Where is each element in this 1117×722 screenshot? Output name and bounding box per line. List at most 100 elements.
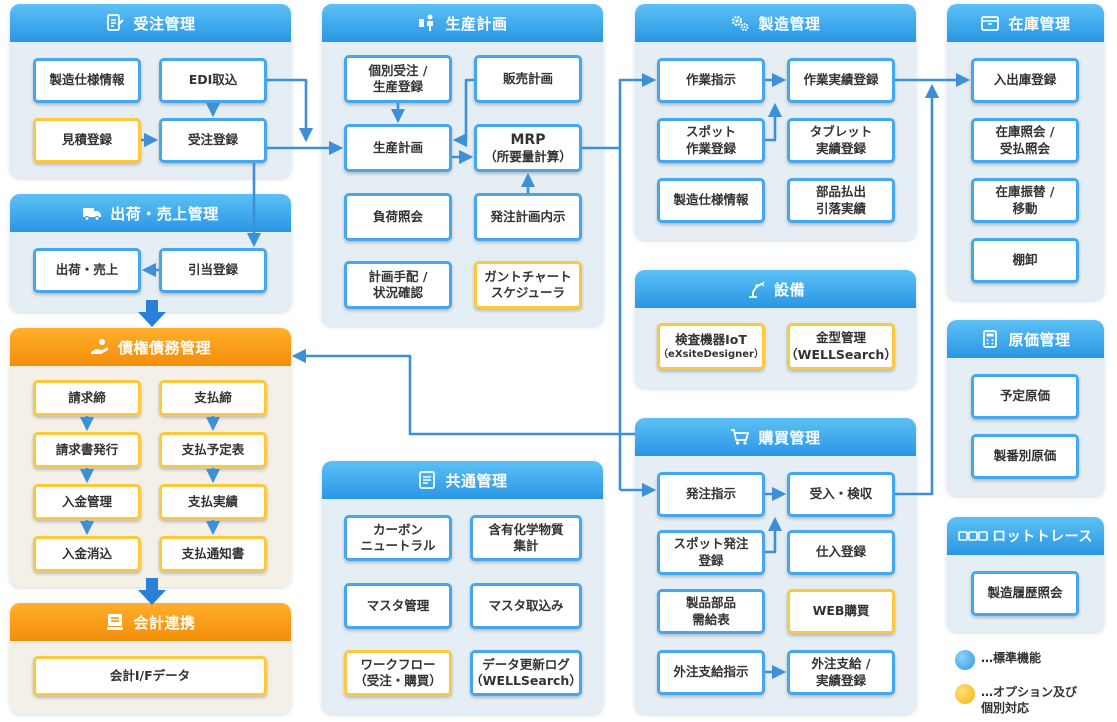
shukka-header: 出荷・売上管理 [10,194,291,232]
yotei-genka-box[interactable]: 予定原価 [971,374,1079,419]
shiharai-shime-box[interactable]: 支払締 [159,380,267,416]
gaichu-shikyu-shiji-box[interactable]: 外注支給指示 [657,650,765,695]
nyushukko-box[interactable]: 入出庫登録 [971,58,1079,103]
shiharai-jisseki-box[interactable]: 支払実績 [159,484,267,520]
kanagata-box[interactable]: 金型管理 （WELLSearch） [785,323,897,370]
genka-title: 原価管理 [1008,330,1071,349]
mrp-sub-label: （所要量計算） [484,148,572,164]
saiken-header: 債権債務管理 [10,328,291,366]
ukeire-kenshu-box[interactable]: 受入・検収 [787,472,895,517]
master-torikomi-box[interactable]: マスタ取込み [470,583,582,629]
buhin-haraidashi-box[interactable]: 部品払出 引落実績 [787,178,895,223]
kobetsu-juchu-box[interactable]: 個別受注 / 生産登録 [344,55,452,103]
sagyo-jisseki-box[interactable]: 作業実績登録 [787,58,895,103]
saiken-title: 債権債務管理 [117,338,211,357]
lot-header: ロットトレース [947,517,1104,555]
coin-hand-icon [90,337,110,357]
legend-option-dot [955,684,975,704]
lot-title: ロットトレース [992,529,1093,545]
sagyo-shiji-box[interactable]: 作業指示 [657,58,765,103]
legend-option: …オプション及び 個別対応 [955,684,1077,716]
shukka-uriage-box[interactable]: 出荷・売上 [33,248,141,293]
legend-standard: …標準機能 [955,650,1041,670]
kobai-title: 購買管理 [758,428,821,447]
lot-chain-icon [958,526,988,546]
hatchu-shiji-box[interactable]: 発注指示 [657,472,765,517]
seizo-header: 製造管理 [635,4,916,42]
seiban-genka-box[interactable]: 製番別原価 [971,434,1079,479]
shiire-toroku-box[interactable]: 仕入登録 [787,530,895,575]
spot-hatchu-box[interactable]: スポット発注 登録 [657,530,765,575]
gantt-box[interactable]: ガントチャート スケジューラ [474,261,582,309]
seihin-jukyu-box[interactable]: 製品部品 需給表 [657,589,765,634]
kensa-iot-label: 検査機器IoT [675,331,747,347]
web-kobai-box[interactable]: WEB購買 [787,589,895,634]
kensa-iot-sub-label: （eXsiteDesigner） [658,349,764,361]
kensa-iot-box[interactable]: 検査機器IoT （eXsiteDesigner） [657,323,765,370]
kaikei-header: 会計連携 [10,603,291,641]
robot-arm-icon [746,279,766,299]
seizo-shiyo2-box[interactable]: 製造仕様情報 [657,178,765,223]
delivery-truck-icon [82,203,102,223]
zaiko-header: 在庫管理 [947,4,1104,42]
kyotsu-title: 共通管理 [445,471,508,490]
clipboard-list-icon [105,13,125,33]
zaiko-furikae-box[interactable]: 在庫振替 / 移動 [971,178,1079,223]
fuka-shokai-box[interactable]: 負荷照会 [344,193,452,241]
data-koshin-log-box[interactable]: データ更新ログ （WELLSearch） [470,650,582,696]
legend-option-label: …オプション及び 個別対応 [981,685,1078,716]
seikyu-shime-box[interactable]: 請求締 [33,380,141,416]
kyotsu-header: 共通管理 [322,461,603,499]
box-icon [980,13,1000,33]
seikyusho-box[interactable]: 請求書発行 [33,432,141,468]
hatchu-naiji-box[interactable]: 発注計画内示 [474,193,582,241]
juchu-toroku-box[interactable]: 受注登録 [159,118,267,163]
carbon-neutral-box[interactable]: カーボン ニュートラル [344,515,452,561]
seisan-keikaku-box[interactable]: 生産計画 [344,124,452,172]
master-kanri-box[interactable]: マスタ管理 [344,583,452,629]
hikiate-box[interactable]: 引当登録 [159,248,267,293]
document-icon [417,470,437,490]
legend-standard-label: …標準機能 [981,651,1042,665]
flow-arrow-shukka-to-saiken [138,300,166,327]
kaikei-if-box[interactable]: 会計I/Fデータ [33,656,267,696]
mitsumori-box[interactable]: 見積登録 [33,118,141,163]
legend-standard-dot [955,650,975,670]
calculator-icon [980,329,1000,349]
workflow-box[interactable]: ワークフロー （受注・購買） [344,650,452,696]
ganyu-kagaku-box[interactable]: 含有化学物質 集計 [470,515,582,561]
genka-header: 原価管理 [947,320,1104,358]
mrp-label: MRP [510,131,546,148]
setsubi-header: 設備 [635,270,916,308]
ledger-icon [105,612,125,632]
gears-icon [730,13,750,33]
tablet-jisseki-box[interactable]: タブレット 実績登録 [787,118,895,163]
shiharai-tsuchi-box[interactable]: 支払通知書 [159,536,267,572]
hanbai-keikaku-box[interactable]: 販売計画 [474,55,582,103]
mrp-box[interactable]: MRP （所要量計算） [474,124,582,172]
planner-icon [417,13,437,33]
shiharai-yotei-box[interactable]: 支払予定表 [159,432,267,468]
nyukin-kanri-box[interactable]: 入金管理 [33,484,141,520]
seizo-title: 製造管理 [758,14,821,33]
gaichu-shikyu-jisseki-box[interactable]: 外注支給 / 実績登録 [787,650,895,695]
shopping-cart-icon [730,427,750,447]
seizo-rireki-box[interactable]: 製造履歴照会 [971,571,1079,616]
keikaku-tehai-box[interactable]: 計画手配 / 状況確認 [344,261,452,309]
zaiko-title: 在庫管理 [1008,14,1071,33]
shukka-title: 出荷・売上管理 [110,204,219,223]
flow-arrow-saiken-to-kaikei [138,578,166,605]
spot-sagyo-box[interactable]: スポット 作業登録 [657,118,765,163]
nyukin-keshikomi-box[interactable]: 入金消込 [33,536,141,572]
tanaoroshi-box[interactable]: 棚卸 [971,238,1079,283]
juchu-header: 受注管理 [10,4,291,42]
setsubi-title: 設備 [773,280,805,299]
juchu-title: 受注管理 [133,14,196,33]
seisan-title: 生産計画 [445,14,508,33]
kobai-header: 購買管理 [635,418,916,456]
seisan-header: 生産計画 [322,4,603,42]
edi-torikomi-box[interactable]: EDI取込 [159,58,267,103]
zaiko-shokai-box[interactable]: 在庫照会 / 受払照会 [971,118,1079,163]
kaikei-title: 会計連携 [133,613,196,632]
seizo-shiyo-box[interactable]: 製造仕様情報 [33,58,141,103]
